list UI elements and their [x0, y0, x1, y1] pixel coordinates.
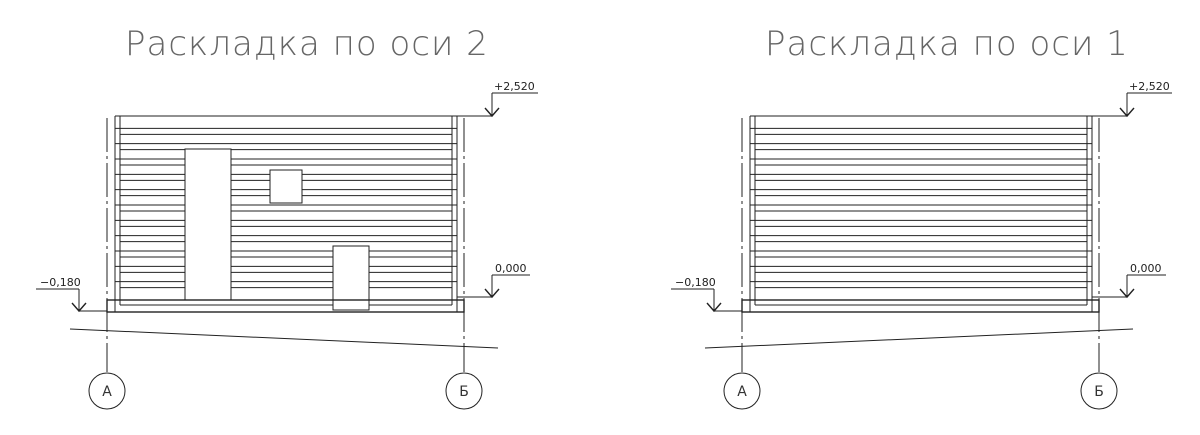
- level-label-left: −0,180: [675, 276, 716, 289]
- log-courses: [115, 127, 457, 306]
- level-label-zero: 0,000: [495, 262, 527, 275]
- level-mark-left: −0,180: [36, 276, 107, 313]
- panel-title: Раскладка по оси 2: [125, 24, 489, 64]
- axis-marker-b: [1080, 372, 1118, 410]
- axis-label-a: А: [737, 384, 747, 400]
- level-label-top: +2,520: [1129, 80, 1170, 93]
- foundation-strip: [106, 299, 465, 313]
- panel-title: Раскладка по оси 1: [765, 24, 1129, 64]
- panel-axis-2: Раскладка по оси 2: [36, 24, 538, 410]
- axis-marker-a: [723, 372, 761, 410]
- foundation-strip: [741, 299, 1100, 313]
- level-label-zero: 0,000: [1130, 262, 1162, 275]
- wall-elevation: [741, 115, 1100, 313]
- axis-label-b: Б: [459, 384, 469, 400]
- level-label-left: −0,180: [40, 276, 81, 289]
- panel-axis-1: Раскладка по оси 1 А Б: [671, 24, 1172, 410]
- axis-label-b: Б: [1094, 384, 1104, 400]
- axis-label-a: А: [102, 384, 112, 400]
- log-courses: [750, 127, 1092, 306]
- level-mark-top: +2,520: [1092, 80, 1172, 118]
- window-opening: [269, 169, 303, 204]
- level-mark-left: −0,180: [671, 276, 742, 313]
- ground-line: [69, 328, 499, 349]
- level-mark-zero: 0,000: [457, 262, 530, 299]
- wall-elevation: [106, 115, 465, 313]
- level-mark-zero: 0,000: [1092, 262, 1166, 299]
- ground-line: [704, 328, 1134, 349]
- door-opening: [184, 148, 232, 301]
- axis-marker-b: [445, 372, 483, 410]
- openings: [184, 148, 370, 311]
- axis-marker-a: [88, 372, 126, 410]
- level-mark-top: +2,520: [457, 80, 538, 118]
- level-label-top: +2,520: [494, 80, 535, 93]
